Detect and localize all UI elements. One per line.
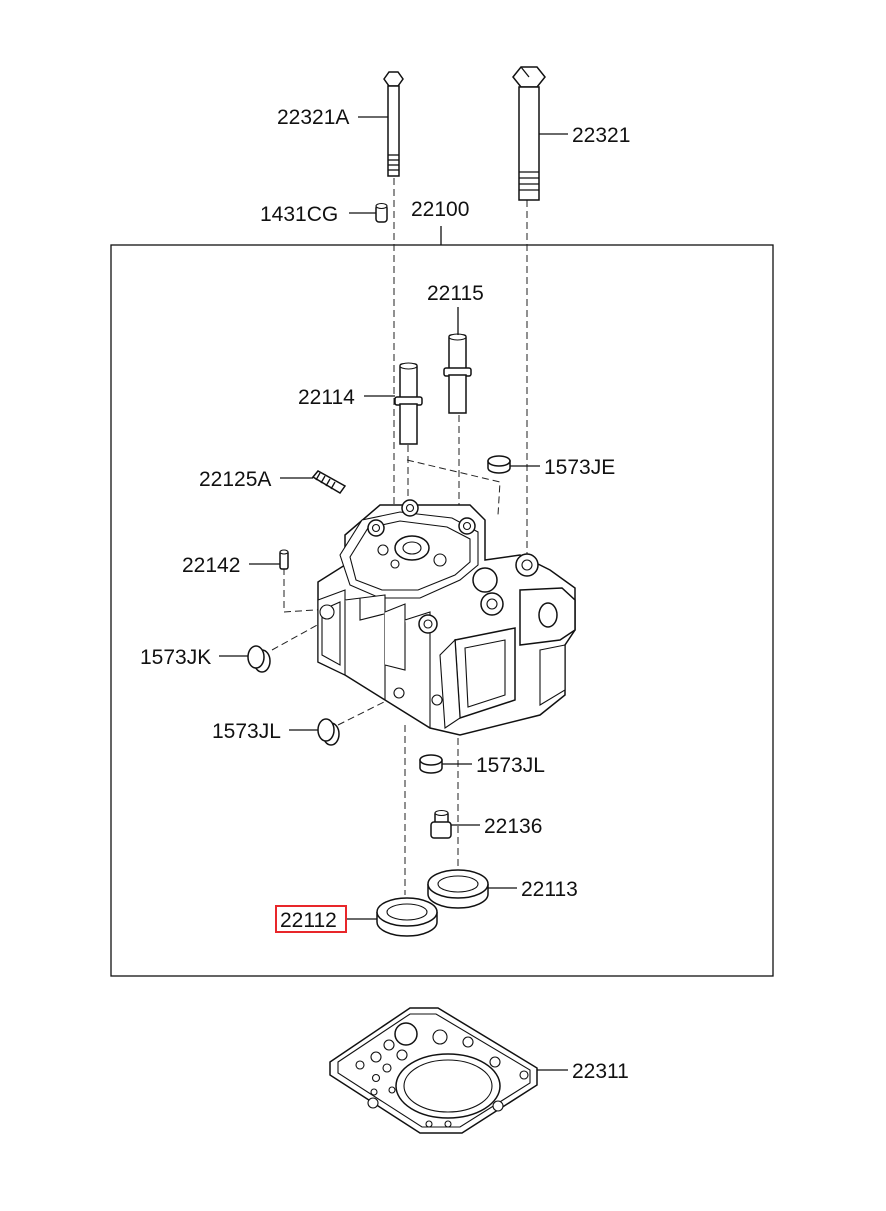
label-1573JL-right[interactable]: 1573JL [476, 754, 545, 777]
label-22321[interactable]: 22321 [572, 124, 630, 147]
label-1573JE[interactable]: 1573JE [544, 456, 615, 479]
part-labels: 22321A 22321 1431CG 22100 22115 22114 22… [140, 106, 630, 1083]
label-22115[interactable]: 22115 [427, 282, 484, 305]
plug-1573JK[interactable] [247, 645, 271, 673]
label-22321A[interactable]: 22321A [277, 106, 349, 129]
label-1573JK[interactable]: 1573JK [140, 646, 211, 669]
label-1573JL-left[interactable]: 1573JL [212, 720, 281, 743]
valve-seat-22113[interactable] [427, 869, 489, 909]
stud-22125A[interactable] [311, 470, 347, 494]
head-gasket-22311[interactable] [329, 1007, 538, 1134]
valve-guide-22114[interactable] [394, 362, 423, 445]
valve-guide-22115[interactable] [443, 333, 472, 414]
label-22100[interactable]: 22100 [411, 198, 469, 221]
label-1431CG[interactable]: 1431CG [260, 203, 338, 226]
bolt-22321A[interactable] [383, 71, 404, 177]
plug-1573JL-left[interactable] [317, 718, 340, 746]
bolt-22321[interactable] [512, 66, 546, 201]
label-22112[interactable]: 22112 [280, 909, 337, 932]
plug-1573JE[interactable] [487, 455, 511, 474]
label-22114[interactable]: 22114 [298, 386, 355, 409]
assembly-frame [110, 244, 774, 977]
plug-1573JL-right[interactable] [419, 754, 443, 774]
plug-22136[interactable] [430, 809, 452, 839]
valve-seat-22112[interactable] [376, 897, 438, 937]
leader-lines [219, 116, 568, 1071]
label-22113[interactable]: 22113 [521, 878, 578, 901]
highlight-box-22112 [275, 905, 347, 933]
label-22311[interactable]: 22311 [572, 1060, 629, 1083]
pin-22142[interactable] [279, 549, 289, 570]
dowel-pin-1431CG[interactable] [375, 202, 388, 223]
label-22136[interactable]: 22136 [484, 815, 542, 838]
label-22125A[interactable]: 22125A [199, 468, 271, 491]
label-22142[interactable]: 22142 [182, 554, 240, 577]
cylinder-head-body[interactable] [317, 499, 576, 736]
